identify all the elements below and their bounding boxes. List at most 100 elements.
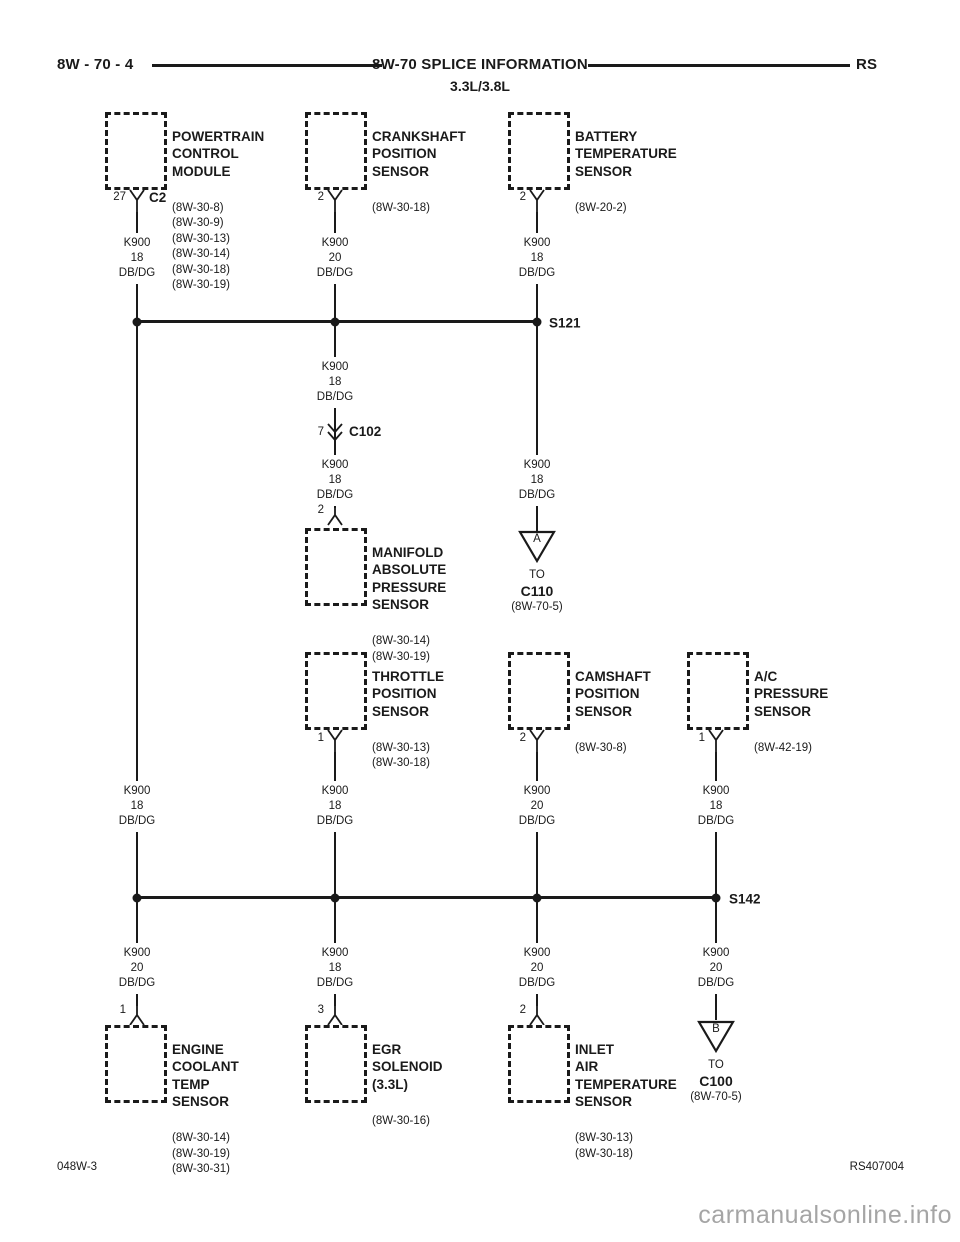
pcm-pin-number: 27	[113, 191, 126, 203]
ac-pressure-name: A/C PRESSURE SENSOR (8W-42-19)	[754, 650, 828, 774]
wire-label-ac-s142: K900 18 DB/DG	[691, 781, 741, 832]
ac-pressure-pin-number: 1	[698, 732, 705, 744]
connector-c2-label: C2	[149, 190, 167, 205]
map-box	[305, 528, 367, 606]
ac-pressure-name-text: A/C PRESSURE SENSOR	[754, 668, 829, 719]
map-connector-pin-icon	[327, 506, 343, 526]
splice-s142-dot	[330, 893, 340, 903]
wire-segment-col3-b	[536, 322, 538, 532]
header-rule-left	[152, 64, 382, 67]
ect-name: ENGINE COOLANT TEMP SENSOR (8W-30-14) (8…	[172, 1023, 239, 1195]
wire-label-s121-c102: K900 18 DB/DG	[310, 357, 360, 408]
tps-connector-pin-icon	[327, 729, 343, 753]
triangle-icon	[518, 530, 556, 564]
wire-label-battery-temp-out: K900 18 DB/DG	[512, 233, 562, 284]
crankshaft-pin-number: 2	[317, 191, 324, 203]
ect-pin-number: 1	[119, 1004, 126, 1016]
watermark: carmanualsonline.info	[698, 1201, 952, 1229]
crankshaft-name: CRANKSHAFT POSITION SENSOR (8W-30-18)	[372, 110, 466, 234]
wire-segment-col1-b	[136, 322, 138, 898]
iat-name: INLET AIR TEMPERATURE SENSOR (8W-30-13) …	[575, 1023, 677, 1180]
crankshaft-connector-pin-icon	[327, 189, 343, 213]
pcm-box	[105, 112, 167, 190]
battery-temp-refs: (8W-20-2)	[575, 201, 627, 214]
iat-pin-number: 2	[519, 1004, 526, 1016]
splice-s142-dot	[532, 893, 542, 903]
camshaft-refs: (8W-30-8)	[575, 741, 627, 754]
map-name: MANIFOLD ABSOLUTE PRESSURE SENSOR (8W-30…	[372, 526, 446, 683]
ac-pressure-refs: (8W-42-19)	[754, 741, 812, 754]
ect-name-text: ENGINE COOLANT TEMP SENSOR	[172, 1041, 239, 1110]
splice-s121-dot	[132, 317, 142, 327]
tps-box	[305, 652, 367, 730]
wire-label-s121-c110: K900 18 DB/DG	[512, 455, 562, 506]
offpage-triangle-a: A	[517, 530, 557, 564]
camshaft-pin-number: 2	[519, 732, 526, 744]
offpage-triangle-b: B	[696, 1020, 736, 1054]
offpage-c110-ref: (8W-70-5)	[511, 601, 563, 613]
battery-temp-connector-pin-icon	[529, 189, 545, 213]
splice-s121-dot	[532, 317, 542, 327]
splice-s142-dot	[132, 893, 142, 903]
pcm-refs: (8W-30-8) (8W-30-9) (8W-30-13) (8W-30-14…	[172, 201, 230, 292]
pcm-name: POWERTRAIN CONTROL MODULE (8W-30-8) (8W-…	[172, 110, 264, 311]
wire-label-tps-s142: K900 18 DB/DG	[310, 781, 360, 832]
wire-label-s142-egr: K900 18 DB/DG	[310, 943, 360, 994]
connector-c102-label: C102	[349, 424, 382, 439]
egr-refs: (8W-30-16)	[372, 1114, 430, 1127]
wire-label-s142-iat: K900 20 DB/DG	[512, 943, 562, 994]
battery-temp-name: BATTERY TEMPERATURE SENSOR (8W-20-2)	[575, 110, 677, 234]
camshaft-name-text: CAMSHAFT POSITION SENSOR	[575, 668, 651, 719]
wire-label-s142-c100: K900 20 DB/DG	[691, 943, 741, 994]
header-rule-right	[588, 64, 850, 67]
pcm-name-text: POWERTRAIN CONTROL MODULE	[172, 128, 265, 179]
tps-pin-number: 1	[317, 732, 324, 744]
triangle-letter: B	[712, 1023, 720, 1035]
egr-name-text: EGR SOLENOID (3.3L)	[372, 1041, 443, 1092]
offpage-c100: TO C100 (8W-70-5)	[690, 1058, 742, 1104]
tps-name-text: THROTTLE POSITION SENSOR	[372, 668, 444, 719]
wire-label-s142-ect: K900 20 DB/DG	[112, 943, 162, 994]
wire-label-camshaft-s142: K900 20 DB/DG	[512, 781, 562, 832]
splice-s121-label: S121	[549, 315, 581, 331]
offpage-c110-name: C110	[520, 583, 554, 599]
camshaft-name: CAMSHAFT POSITION SENSOR (8W-30-8)	[575, 650, 651, 774]
splice-s142-label: S142	[729, 891, 761, 907]
splice-s142-bus	[137, 896, 716, 899]
footer-drawing-number: 048W-3	[57, 1161, 98, 1173]
ect-connector-pin-icon	[129, 1006, 145, 1026]
tps-name: THROTTLE POSITION SENSOR (8W-30-13) (8W-…	[372, 650, 444, 789]
offpage-c110: TO C110 (8W-70-5)	[511, 568, 563, 614]
engine-variant: 3.3L/3.8L	[450, 78, 510, 94]
offpage-c110-to: TO	[529, 569, 545, 581]
pcm-connector-pin-icon	[129, 189, 145, 213]
camshaft-connector-pin-icon	[529, 729, 545, 753]
inline-connector-c102-icon	[327, 420, 343, 448]
page-ref: 8W - 70 - 4	[57, 56, 134, 73]
battery-temp-pin-number: 2	[519, 191, 526, 203]
offpage-c100-name: C100	[699, 1073, 733, 1089]
triangle-icon	[697, 1020, 735, 1054]
splice-s142-dot	[711, 893, 721, 903]
splice-s121-dot	[330, 317, 340, 327]
egr-name: EGR SOLENOID (3.3L) (8W-30-16)	[372, 1023, 443, 1147]
page-title: 8W-70 SPLICE INFORMATION	[372, 56, 588, 73]
wire-label-col1-s142: K900 18 DB/DG	[112, 781, 162, 832]
wire-label-crankshaft-out: K900 20 DB/DG	[310, 233, 360, 284]
iat-connector-pin-icon	[529, 1006, 545, 1026]
iat-box	[508, 1025, 570, 1103]
battery-temp-box	[508, 112, 570, 190]
egr-connector-pin-icon	[327, 1006, 343, 1026]
offpage-c100-ref: (8W-70-5)	[690, 1091, 742, 1103]
offpage-c100-to: TO	[708, 1059, 724, 1071]
map-name-text: MANIFOLD ABSOLUTE PRESSURE SENSOR	[372, 544, 447, 613]
crankshaft-box	[305, 112, 367, 190]
ac-pressure-connector-pin-icon	[708, 729, 724, 753]
map-refs: (8W-30-14) (8W-30-19)	[372, 635, 430, 663]
ect-box	[105, 1025, 167, 1103]
wire-segment-col2-b	[334, 322, 336, 508]
tps-refs: (8W-30-13) (8W-30-18)	[372, 741, 430, 770]
iat-refs: (8W-30-13) (8W-30-18)	[575, 1132, 633, 1160]
battery-temp-name-text: BATTERY TEMPERATURE SENSOR	[575, 128, 677, 179]
